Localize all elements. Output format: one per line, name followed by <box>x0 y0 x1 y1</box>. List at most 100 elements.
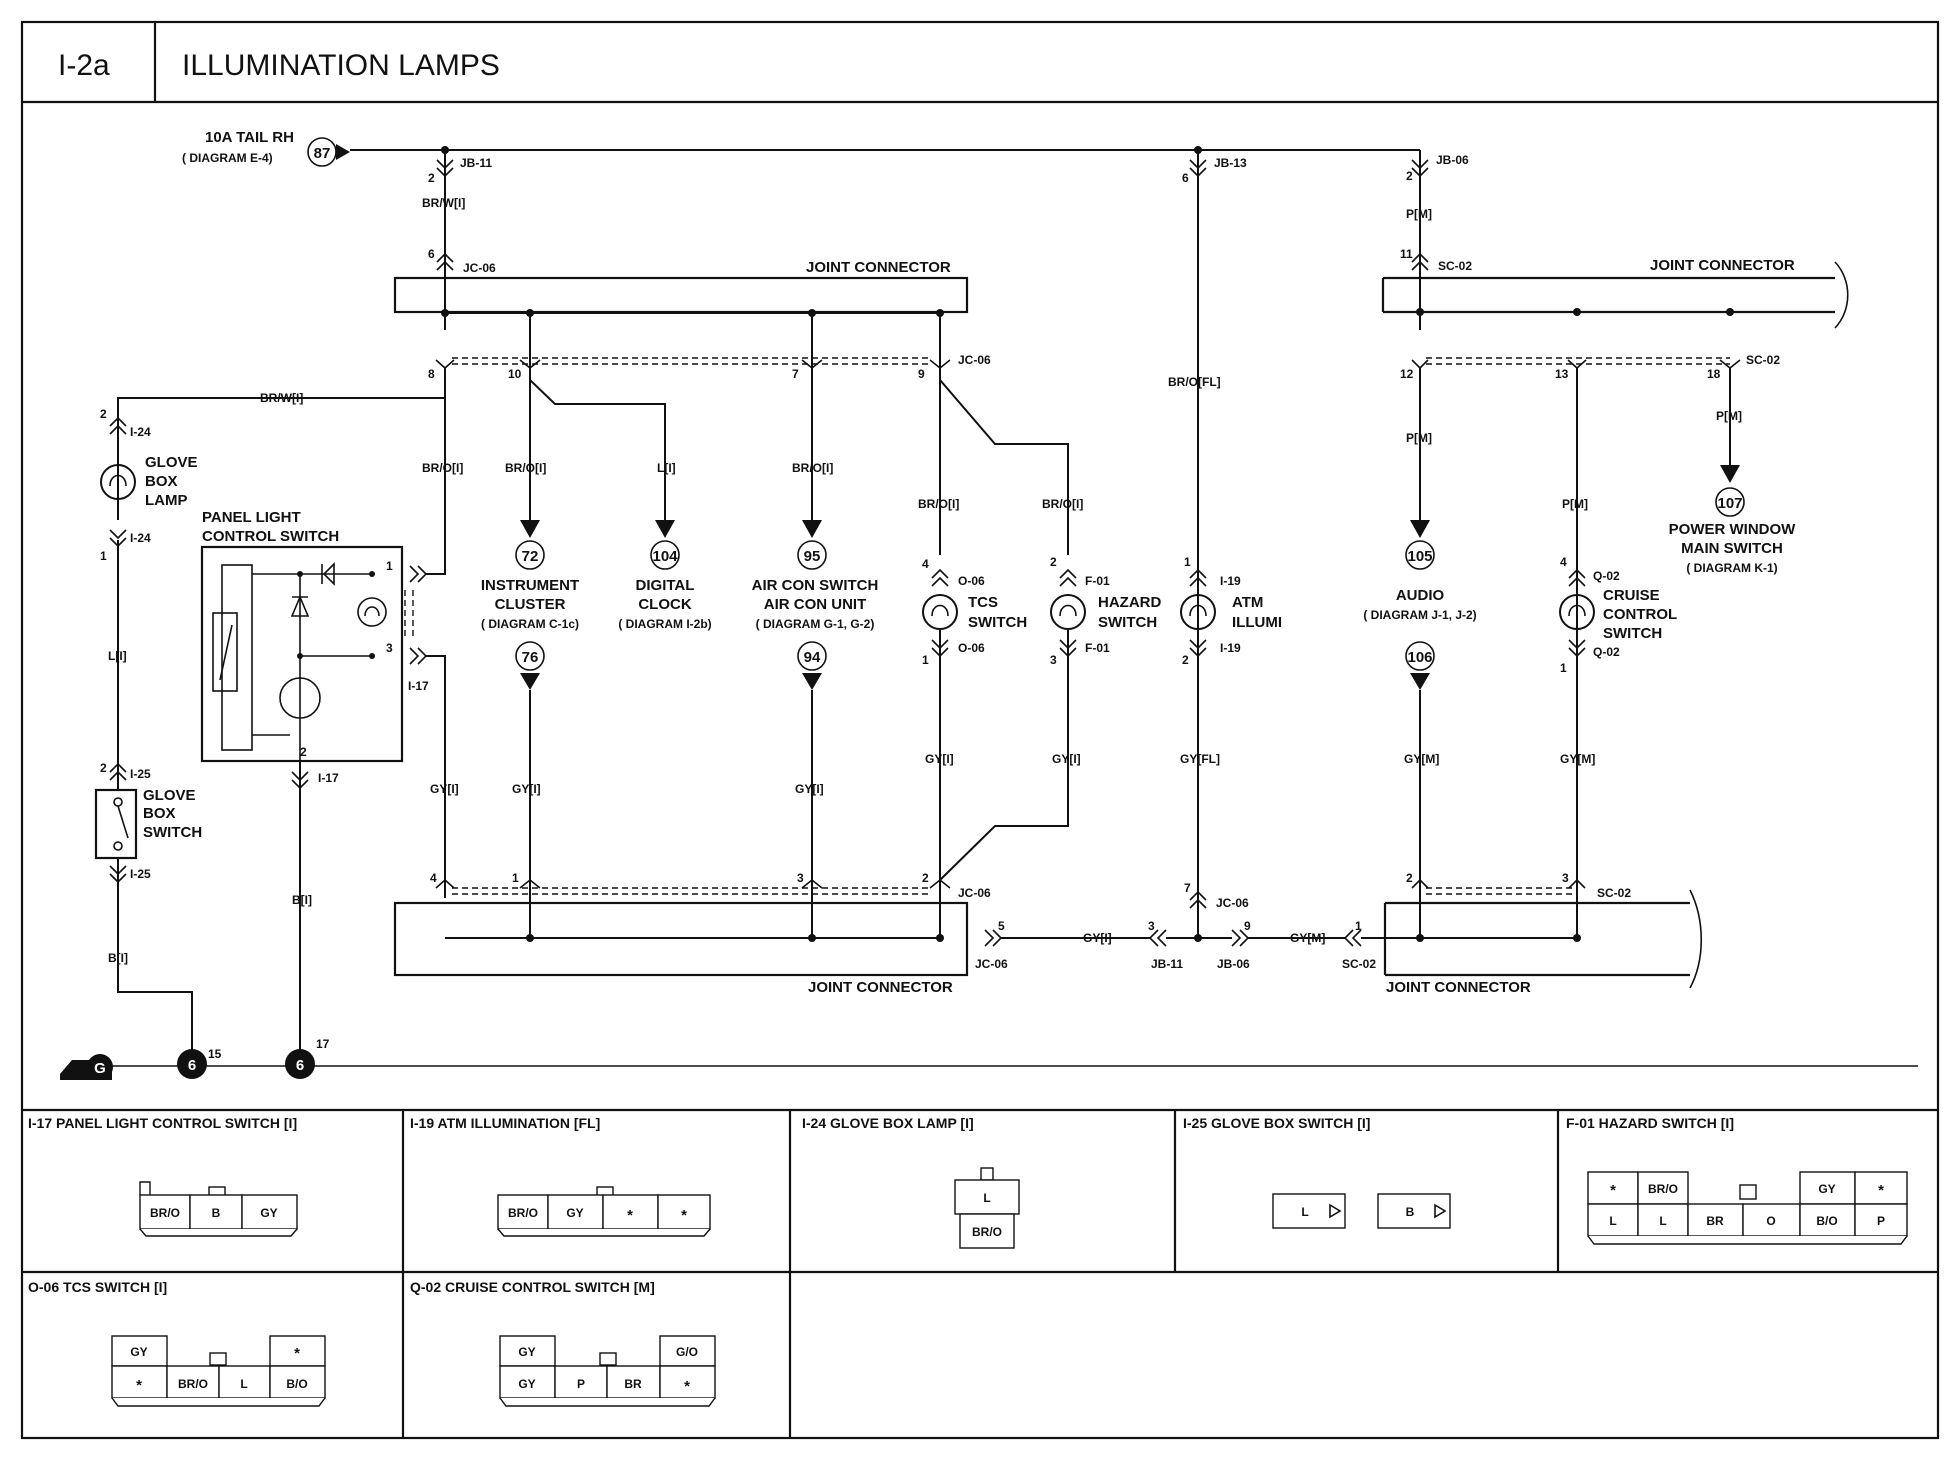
svg-text:SC-02: SC-02 <box>1438 259 1472 273</box>
svg-text:*: * <box>627 1207 633 1224</box>
svg-text:I-17 PANEL LIGHT CONTROL SWITC: I-17 PANEL LIGHT CONTROL SWITCH [I] <box>28 1115 297 1131</box>
svg-text:I-25 GLOVE BOX SWITCH [I]: I-25 GLOVE BOX SWITCH [I] <box>1183 1115 1370 1131</box>
svg-text:JOINT CONNECTOR: JOINT CONNECTOR <box>1386 979 1531 996</box>
jb11-label: JB-11 <box>460 156 492 170</box>
connector-i19: I-19 ATM ILLUMINATION [FL] BR/O GY * * <box>410 1115 711 1237</box>
svg-text:1: 1 <box>1560 661 1567 675</box>
svg-text:GY: GY <box>518 1345 535 1359</box>
svg-text:BR/O: BR/O <box>508 1206 538 1220</box>
svg-text:O-06: O-06 <box>958 641 985 655</box>
svg-text:I-19: I-19 <box>1220 574 1241 588</box>
svg-text:4: 4 <box>1560 555 1567 569</box>
wire-brw: BR/W[I] <box>422 196 465 210</box>
svg-text:2: 2 <box>100 761 107 775</box>
svg-text:F-01: F-01 <box>1085 574 1110 588</box>
svg-text:6: 6 <box>188 1057 196 1074</box>
svg-text:I-24: I-24 <box>130 425 151 439</box>
svg-text:G/O: G/O <box>676 1345 698 1359</box>
svg-text:P[M]: P[M] <box>1406 431 1432 445</box>
svg-text:72: 72 <box>522 548 539 565</box>
jc06-top-label: JC-06 <box>463 261 496 275</box>
svg-text:SWITCH: SWITCH <box>1603 625 1662 642</box>
svg-text:INSTRUMENT: INSTRUMENT <box>481 577 579 594</box>
joint-connector-top-right-label: JOINT CONNECTOR <box>1650 257 1795 274</box>
svg-text:2: 2 <box>1406 871 1413 885</box>
svg-text:1: 1 <box>1184 555 1191 569</box>
svg-text:2: 2 <box>1406 169 1413 183</box>
svg-text:95: 95 <box>804 548 821 565</box>
svg-text:( DIAGRAM I-2b): ( DIAGRAM I-2b) <box>618 617 711 631</box>
svg-text:3: 3 <box>1148 919 1155 933</box>
svg-text:O-06: O-06 <box>958 574 985 588</box>
svg-text:GLOVE: GLOVE <box>143 787 196 804</box>
wire-bro-fl: BR/O[FL] <box>1168 375 1221 389</box>
svg-text:B/O: B/O <box>286 1377 307 1391</box>
svg-text:SC-02: SC-02 <box>1342 957 1376 971</box>
svg-text:ATM: ATM <box>1232 594 1263 611</box>
svg-text:BOX: BOX <box>143 805 176 822</box>
svg-text:*: * <box>1610 1182 1616 1199</box>
connector-f01: F-01 HAZARD SWITCH [I] * BR/O GY * L L B… <box>1566 1115 1908 1245</box>
svg-text:105: 105 <box>1407 548 1432 565</box>
svg-text:2: 2 <box>300 745 307 759</box>
fuse-label: 10A TAIL RH <box>205 129 294 146</box>
svg-text:I-19 ATM ILLUMINATION [FL]: I-19 ATM ILLUMINATION [FL] <box>410 1115 600 1131</box>
svg-text:I-17: I-17 <box>318 771 339 785</box>
svg-text:P: P <box>1877 1214 1885 1228</box>
svg-text:G: G <box>94 1060 106 1077</box>
svg-text:GY[I]: GY[I] <box>925 752 954 766</box>
svg-text:F-01 HAZARD SWITCH [I]: F-01 HAZARD SWITCH [I] <box>1566 1115 1734 1131</box>
svg-text:B: B <box>212 1206 221 1220</box>
svg-text:O: O <box>1766 1214 1775 1228</box>
svg-text:GY[I]: GY[I] <box>795 782 824 796</box>
svg-text:I-25: I-25 <box>130 867 151 881</box>
svg-text:AIR CON SWITCH: AIR CON SWITCH <box>752 577 879 594</box>
svg-text:GY: GY <box>566 1206 583 1220</box>
svg-text:GY[I]: GY[I] <box>512 782 541 796</box>
svg-text:GY[I]: GY[I] <box>1083 931 1112 945</box>
fuse-ref-number: 87 <box>314 145 331 162</box>
svg-text:BR/O: BR/O <box>1648 1182 1678 1196</box>
diagram-code: I-2a <box>58 49 110 82</box>
svg-text:9: 9 <box>918 367 925 381</box>
svg-text:BR/O[I]: BR/O[I] <box>422 461 463 475</box>
svg-text:GY[M]: GY[M] <box>1290 931 1325 945</box>
svg-text:CONTROL: CONTROL <box>1603 606 1677 623</box>
svg-text:1: 1 <box>1355 919 1362 933</box>
svg-text:MAIN SWITCH: MAIN SWITCH <box>1681 540 1783 557</box>
svg-text:SC-02: SC-02 <box>1597 886 1631 900</box>
svg-text:GY[M]: GY[M] <box>1560 752 1595 766</box>
svg-text:P[M]: P[M] <box>1562 497 1588 511</box>
svg-text:BR/O: BR/O <box>972 1225 1002 1239</box>
svg-text:P[M]: P[M] <box>1406 207 1432 221</box>
svg-text:LAMP: LAMP <box>145 492 188 509</box>
svg-text:BOX: BOX <box>145 473 178 490</box>
fuse-ref: ( DIAGRAM E-4) <box>182 151 273 165</box>
svg-text:15: 15 <box>208 1047 222 1061</box>
svg-text:GY: GY <box>518 1377 535 1391</box>
svg-text:8: 8 <box>428 367 435 381</box>
svg-text:ILLUMI: ILLUMI <box>1232 614 1282 631</box>
svg-text:DIGITAL: DIGITAL <box>636 577 695 594</box>
svg-text:CLUSTER: CLUSTER <box>495 596 566 613</box>
svg-text:4: 4 <box>430 871 437 885</box>
svg-text:76: 76 <box>522 649 539 666</box>
svg-text:GY: GY <box>1818 1182 1835 1196</box>
svg-text:*: * <box>294 1345 300 1362</box>
svg-text:10: 10 <box>508 367 522 381</box>
svg-text:104: 104 <box>652 548 678 565</box>
svg-text:11: 11 <box>1400 247 1413 261</box>
svg-text:JC-06: JC-06 <box>975 957 1008 971</box>
panel-light-control-switch <box>200 545 404 763</box>
svg-text:1: 1 <box>512 871 519 885</box>
svg-text:6: 6 <box>296 1057 304 1074</box>
joint-connector-bottom-left <box>393 901 969 977</box>
svg-text:BR/O: BR/O <box>150 1206 180 1220</box>
svg-text:GY: GY <box>130 1345 147 1359</box>
joint-connector-top-left-label: JOINT CONNECTOR <box>806 259 951 276</box>
svg-text:CLOCK: CLOCK <box>638 596 691 613</box>
svg-text:JC-06: JC-06 <box>1216 896 1249 910</box>
svg-text:12: 12 <box>1400 367 1414 381</box>
svg-text:JB-06: JB-06 <box>1217 957 1250 971</box>
